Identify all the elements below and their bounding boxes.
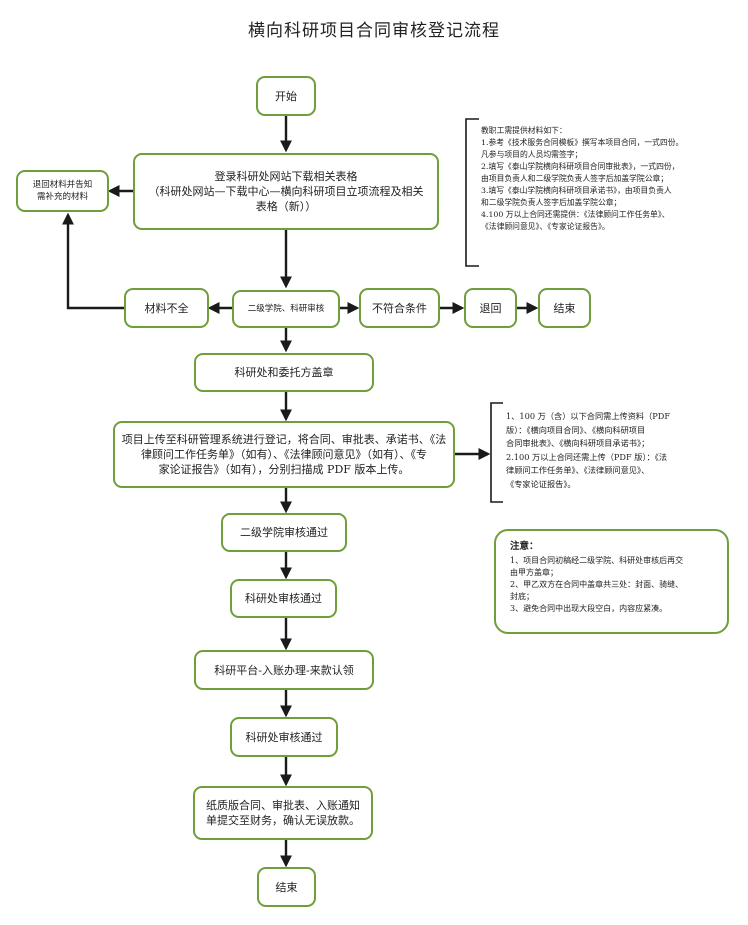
end-reject-label: 结束 <box>553 301 576 315</box>
upload-node: 项目上传至科研管理系统进行登记，将合同、审批表、承诺书、《法 律顾问工作任务单》… <box>113 421 455 488</box>
upload-line-1: 项目上传至科研管理系统进行登记，将合同、审批表、承诺书、《法 <box>121 433 447 446</box>
upload-requirements: 1、100 万（含）以下合同需上传资料（PDF 版）：《横向项目合同》、《横向科… <box>506 410 670 491</box>
upload-bracket <box>490 402 503 503</box>
materials-bracket <box>465 118 479 267</box>
upload-req-line: 合同审批表》、《横向科研项目承诺书》； <box>506 438 650 448</box>
materials-incomplete-label: 材料不全 <box>144 301 189 315</box>
not-qualified-node: 不符合条件 <box>359 288 440 328</box>
materials-line: 由项目负责人和二级学院负责人签字后加盖学院公章； <box>481 174 669 183</box>
seal-node: 科研处和委托方盖章 <box>194 353 374 392</box>
upload-req-line: 1、100 万（含）以下合同需上传资料（PDF <box>506 411 671 421</box>
return-materials-line-2: 需补充的材料 <box>36 192 88 202</box>
research-pass-label-2: 科研处审核通过 <box>245 730 323 744</box>
materials-line: 教职工需提供材料如下： <box>481 126 567 135</box>
upload-line-2: 律顾问工作任务单》（如有）、《法律顾问意见》（如有）、《专 <box>141 448 427 461</box>
materials-line: 和二级学院负责人签字后加盖学院公章； <box>481 198 622 207</box>
notice-line: 1、项目合同初稿经二级学院、科研处审核后再交 <box>510 556 684 565</box>
materials-line: 4.100 万以上合同还需提供：《法律顾问工作任务单》、 <box>481 210 670 219</box>
page-title: 横向科研项目合同审核登记流程 <box>248 21 500 41</box>
materials-line: 2.填写《泰山学院横向科研项目合同审批表》，一式四份， <box>481 162 680 171</box>
materials-line: 1.参考《技术服务合同模板》撰写本项目合同，一式四份。 <box>481 138 684 147</box>
research-pass-node-1: 科研处审核通过 <box>230 579 337 618</box>
download-forms-node: 登录科研处网站下载相关表格 （科研处网站—下载中心—横向科研项目立项流程及相关 … <box>133 153 439 230</box>
upload-req-line: 版）：《横向项目合同》、《横向科研项目 <box>506 424 646 435</box>
end-label: 结束 <box>275 880 298 894</box>
download-line-1: 登录科研处网站下载相关表格 <box>214 170 358 183</box>
return-materials-line-1: 退回材料并告知 <box>32 180 93 190</box>
notice-line: 3、避免合同中出现大段空白，内容应紧凑。 <box>510 604 668 613</box>
start-label: 开始 <box>275 89 297 103</box>
research-pass-label-1: 科研处审核通过 <box>245 592 322 605</box>
end-reject-node: 结束 <box>538 288 591 328</box>
paper-submit-node: 纸质版合同、审批表、入账通知 单提交至财务，确认无误放款。 <box>193 786 373 840</box>
paper-line-1: 纸质版合同、审批表、入账通知 <box>206 799 360 812</box>
returned-node: 退回 <box>464 288 517 328</box>
returned-label: 退回 <box>479 301 502 315</box>
arrow-incomplete-to-return <box>62 212 125 310</box>
return-materials-node: 退回材料并告知 需补充的材料 <box>16 170 109 212</box>
materials-line: 《法律顾问意见》、《专家论证报告》。 <box>481 222 610 231</box>
materials-requirements: 教职工需提供材料如下： 1.参考《技术服务合同模板》撰写本项目合同，一式四份。 … <box>481 125 683 233</box>
not-qualified-label: 不符合条件 <box>372 301 427 315</box>
notice-line: 2、甲乙双方在合同中盖章共三处：封面、骑缝、 <box>510 580 684 589</box>
college-pass-node: 二级学院审核通过 <box>221 513 347 552</box>
end-node: 结束 <box>257 867 316 907</box>
download-line-3: 表格（新）） <box>255 200 317 213</box>
seal-label: 科研处和委托方盖章 <box>234 366 334 379</box>
download-line-2: （科研处网站—下载中心—横向科研项目立项流程及相关 <box>148 185 424 198</box>
notice-box: 注意： 1、项目合同初稿经二级学院、科研处审核后再交 由甲方盖章； 2、甲乙双方… <box>494 529 729 634</box>
review-label: 二级学院、科研审核 <box>247 304 325 314</box>
notice-line: 封底； <box>510 592 534 601</box>
materials-line: 3.填写《泰山学院横向科研项目承诺书》，由项目负责人 <box>481 186 672 195</box>
platform-label: 科研平台-入账办理-来款认领 <box>214 663 354 677</box>
upload-line-3: 家论证报告》（如有），分别扫描成 PDF 版本上传。 <box>158 463 410 476</box>
notice-line: 由甲方盖章； <box>510 568 558 577</box>
notice-title: 注意： <box>510 541 539 552</box>
research-pass-node-2: 科研处审核通过 <box>230 717 338 757</box>
college-pass-label: 二级学院审核通过 <box>240 526 328 539</box>
upload-req-line: 律顾问工作任务单》、《法律顾问意见》、 <box>506 465 650 475</box>
upload-req-line: 2.100 万以上合同还需上传（PDF 版）：《法 <box>506 451 668 462</box>
review-node: 二级学院、科研审核 <box>232 290 340 328</box>
upload-req-line: 《专家论证报告》。 <box>506 478 576 489</box>
paper-line-2: 单提交至财务，确认无误放款。 <box>206 814 360 827</box>
materials-incomplete-node: 材料不全 <box>124 288 209 328</box>
start-node: 开始 <box>256 76 316 116</box>
materials-line: 凡参与项目的人员均需签字； <box>481 150 583 159</box>
platform-node: 科研平台-入账办理-来款认领 <box>194 650 374 690</box>
